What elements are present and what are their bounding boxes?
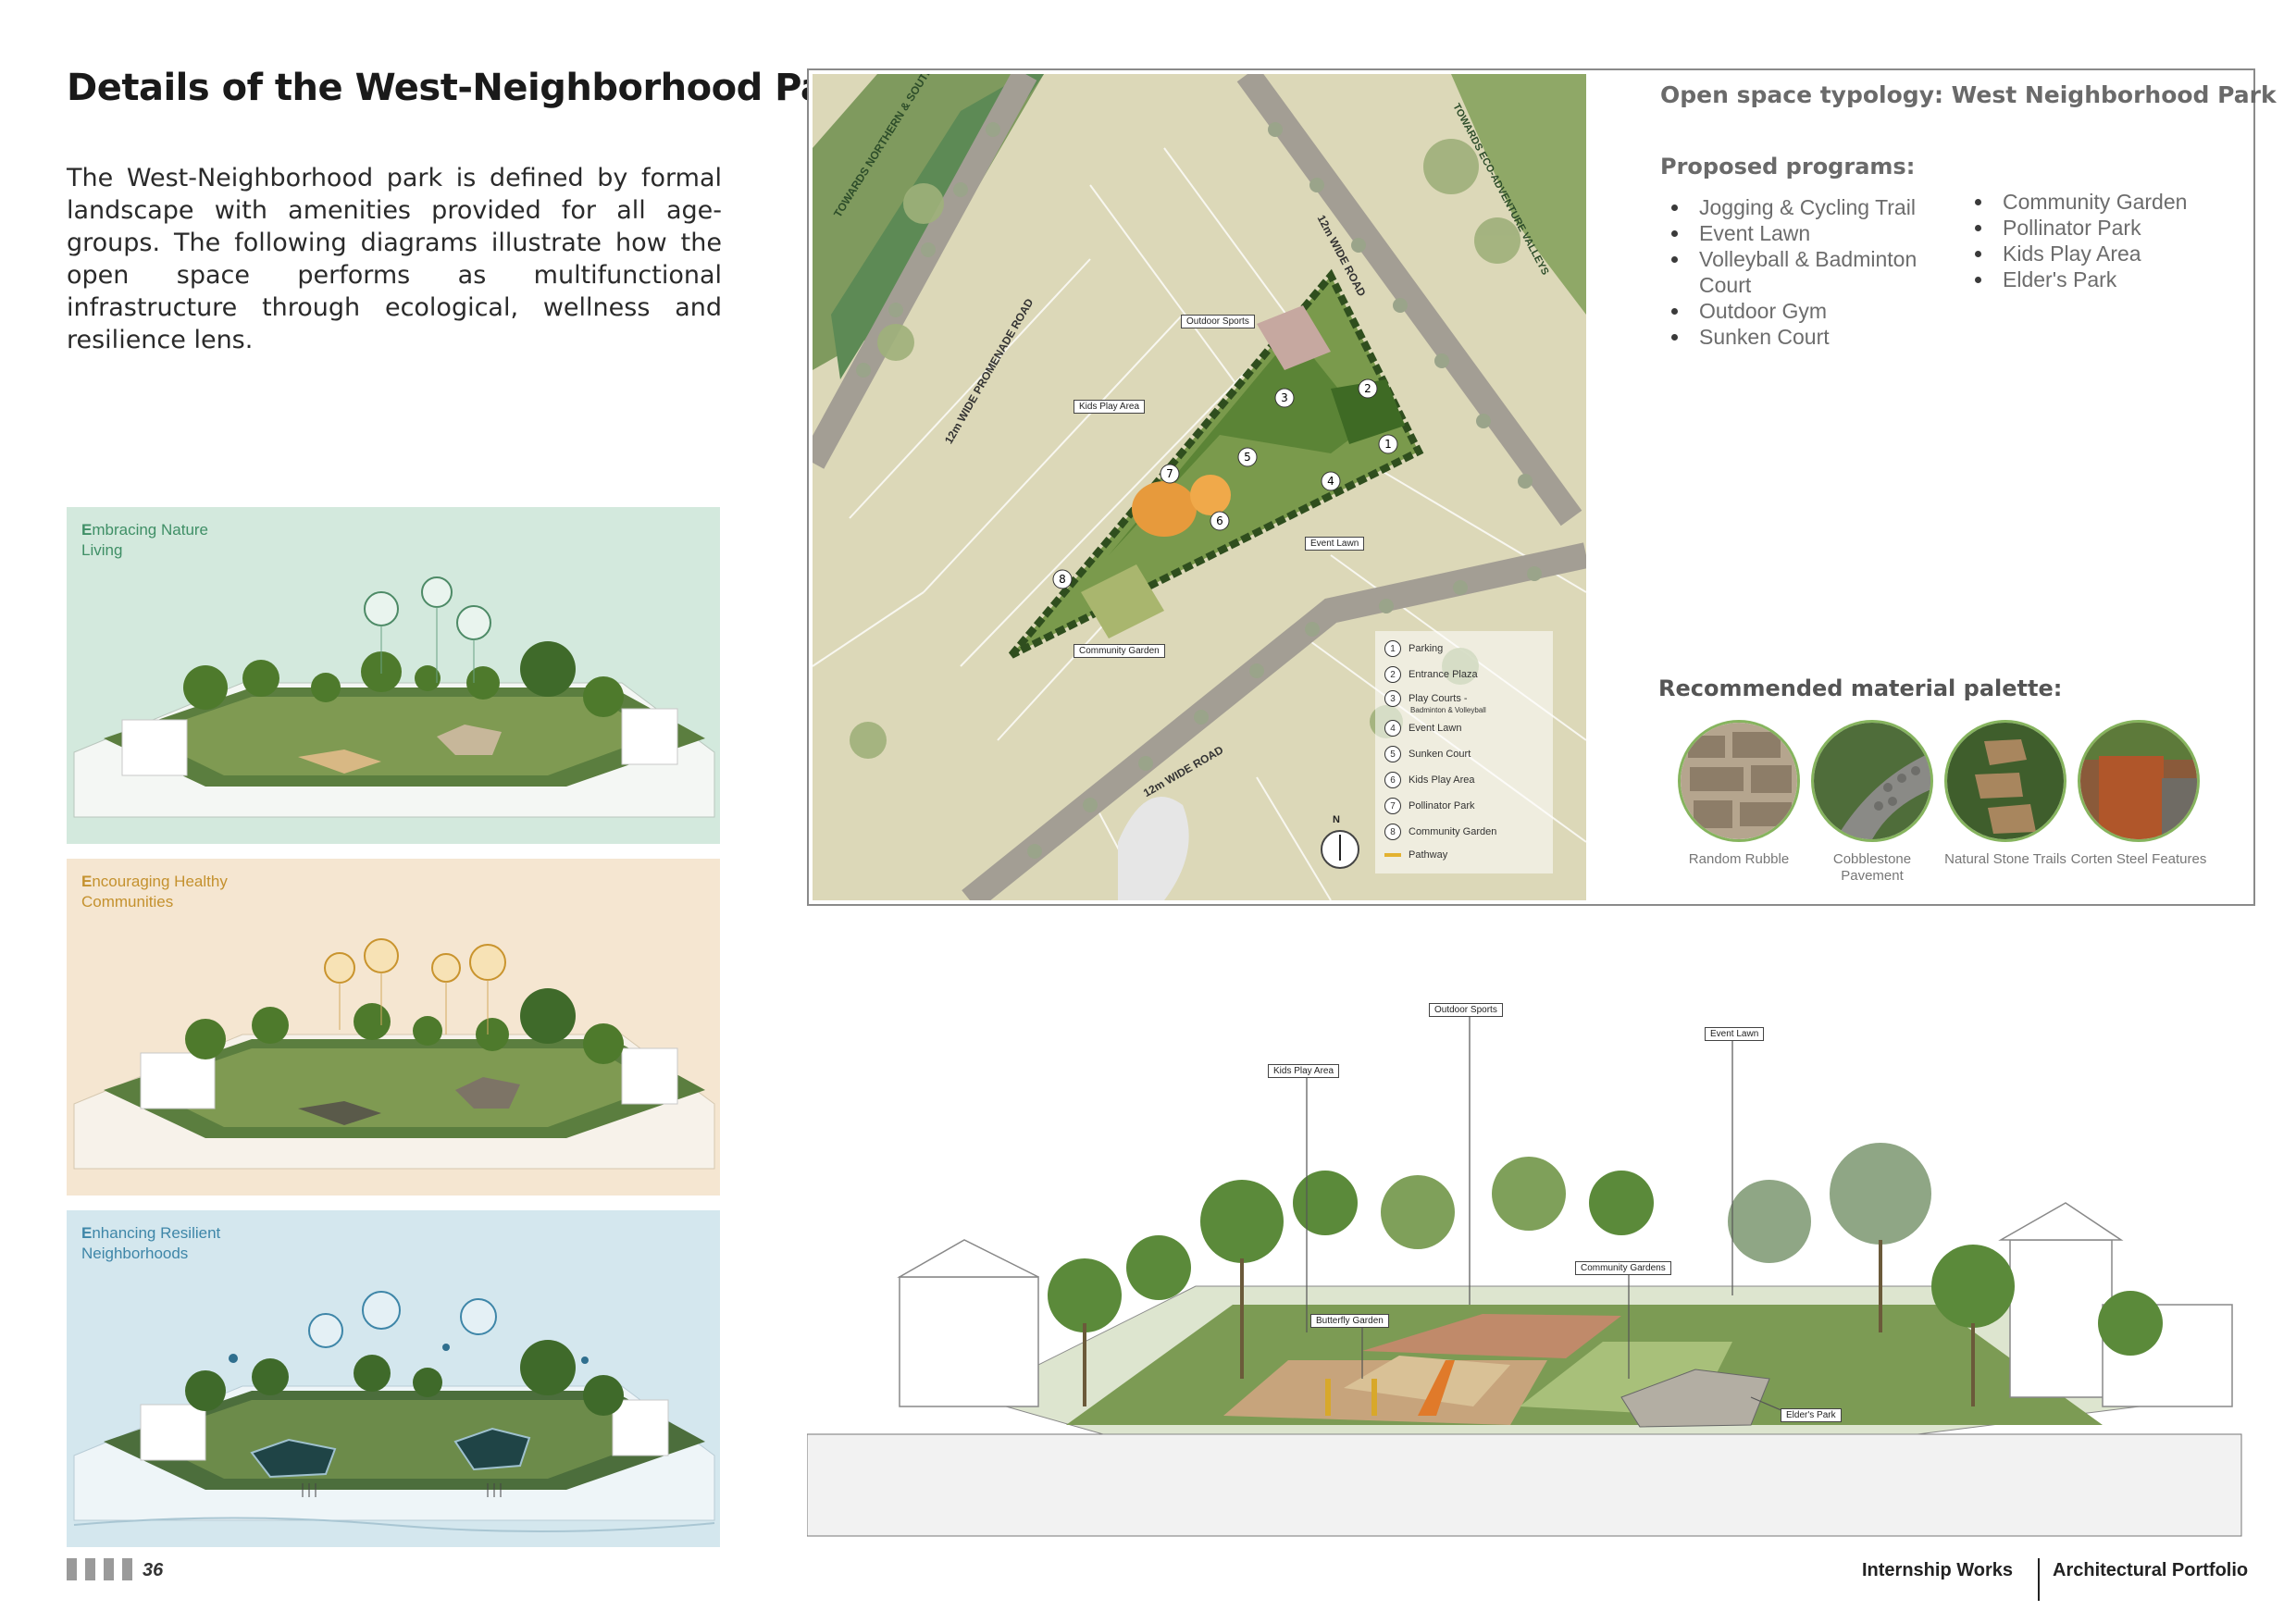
footer-portfolio-label: Architectural Portfolio xyxy=(2053,1560,2249,1580)
footer-progress-bars xyxy=(67,1558,132,1580)
program-item: Pollinator Park xyxy=(1964,215,2204,241)
intro-paragraph: The West-Neighborhood park is defined by… xyxy=(67,164,722,354)
callout-kids-play: Kids Play Area xyxy=(1074,400,1146,414)
footer-divider xyxy=(2038,1558,2040,1601)
programs-heading: Proposed programs: xyxy=(1660,154,1916,180)
program-item: Jogging & Cycling Trail xyxy=(1660,194,1938,220)
section-callout-kids-play: Kids Play Area xyxy=(1268,1064,1340,1078)
material-label: Random Rubble xyxy=(1688,851,1790,867)
program-item: Kids Play Area xyxy=(1964,241,2204,266)
north-label: N xyxy=(1333,814,1340,825)
site-plan-frame: 1 2 3 4 5 6 7 8 Outdoor Sports Kids Play… xyxy=(807,68,2277,906)
health-axonometric xyxy=(73,938,715,1170)
footer-section-label: Internship Works xyxy=(1862,1560,2013,1580)
callout-outdoor-sports: Outdoor Sports xyxy=(1181,315,1255,328)
material-natural-stone: Natural Stone Trails xyxy=(1936,720,2075,868)
park-section-drawing xyxy=(806,1014,2242,1537)
typology-title: Open space typology: West Neighborhood P… xyxy=(1660,81,2277,108)
material-cobblestone: Cobblestone Pavement xyxy=(1803,720,1942,885)
section-callout-butterfly-garden: Butterfly Garden xyxy=(1310,1314,1389,1328)
programs-list-left: Jogging & Cycling Trail Event Lawn Volle… xyxy=(1660,194,1938,350)
section-callout-elders-park: Elder's Park xyxy=(1781,1408,1842,1422)
material-label: Cobblestone Pavement xyxy=(1832,851,1912,884)
cobblestone-swatch xyxy=(1811,720,1933,842)
programs-list-right: Community Garden Pollinator Park Kids Pl… xyxy=(1964,189,2204,292)
svg-text:4: 4 xyxy=(1327,475,1334,488)
natural-stone-swatch xyxy=(1944,720,2066,842)
material-label: Natural Stone Trails xyxy=(1944,851,2066,867)
page-number: 36 xyxy=(143,1560,164,1580)
program-item: Event Lawn xyxy=(1660,220,1938,246)
random-rubble-swatch xyxy=(1678,720,1800,842)
materials-heading: Recommended material palette: xyxy=(1658,675,2063,701)
program-item: Elder's Park xyxy=(1964,266,2204,292)
legend-sub-label: Badminton & Volleyball xyxy=(1410,706,1486,714)
park-section-perspective: Kids Play Area Outdoor Sports Event Lawn… xyxy=(806,990,2260,1545)
svg-text:8: 8 xyxy=(1059,573,1066,586)
program-item: Community Garden xyxy=(1964,189,2204,215)
svg-text:5: 5 xyxy=(1244,451,1251,464)
callout-event-lawn: Event Lawn xyxy=(1305,537,1365,551)
material-corten-steel: Corten Steel Features xyxy=(2069,720,2208,868)
corten-steel-swatch xyxy=(2078,720,2200,842)
callout-community-garden: Community Garden xyxy=(1074,644,1165,658)
program-item: Volleyball & Badminton Court xyxy=(1660,246,1938,298)
section-callout-community-gardens: Community Gardens xyxy=(1575,1261,1671,1275)
material-label: Corten Steel Features xyxy=(2070,851,2207,867)
svg-text:3: 3 xyxy=(1281,391,1288,404)
page-title: Details of the West-Neighborhood Park xyxy=(67,67,867,109)
resilience-axonometric xyxy=(73,1291,715,1533)
program-item: Sunken Court xyxy=(1660,324,1938,350)
legend-item-pathway: Pathway xyxy=(1384,849,1447,861)
section-callout-event-lawn: Event Lawn xyxy=(1705,1027,1765,1041)
material-random-rubble: Random Rubble xyxy=(1669,720,1808,868)
svg-text:7: 7 xyxy=(1166,467,1173,480)
svg-text:6: 6 xyxy=(1216,514,1223,527)
program-item: Outdoor Gym xyxy=(1660,298,1938,324)
nature-axonometric xyxy=(73,576,715,818)
section-callout-outdoor-sports: Outdoor Sports xyxy=(1429,1003,1503,1017)
svg-text:2: 2 xyxy=(1364,382,1371,395)
svg-text:1: 1 xyxy=(1384,438,1392,451)
